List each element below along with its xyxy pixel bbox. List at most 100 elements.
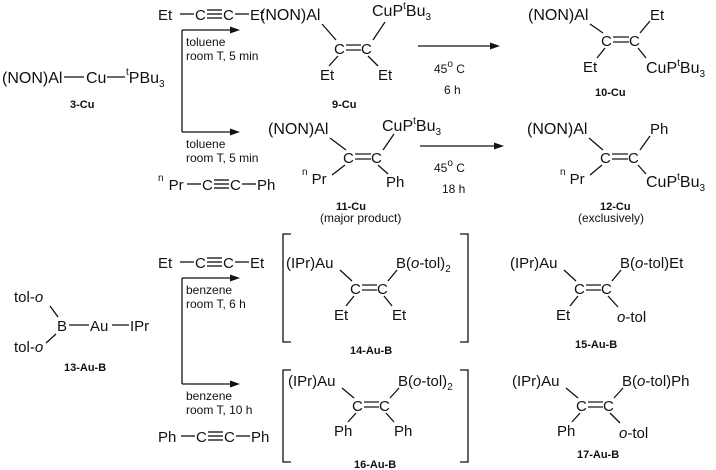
svg-text:nPr: nPr xyxy=(302,167,327,188)
svg-text:Et: Et xyxy=(650,7,665,24)
compound-16-au-b: (IPr)Au C C B(o-tol)2 Ph Ph 16-Au-B xyxy=(288,373,453,470)
compound-label-10-cu: 10-Cu xyxy=(595,87,626,99)
svg-text:B: B xyxy=(57,318,67,335)
svg-text:(NON)Al: (NON)Al xyxy=(268,121,328,138)
svg-text:Ph: Ph xyxy=(386,174,404,191)
svg-text:C: C xyxy=(574,281,585,298)
svg-text:Ph: Ph xyxy=(257,177,275,194)
svg-text:C: C xyxy=(600,150,611,167)
conditions-bottom-au: benzene room T, 10 h xyxy=(186,389,252,417)
compound-label-12-cu: 12-Cu xyxy=(600,201,631,213)
svg-text:(major product): (major product) xyxy=(320,211,401,225)
svg-text:CuPtBu3: CuPtBu3 xyxy=(382,116,441,138)
svg-text:C: C xyxy=(379,398,390,415)
svg-text:toluene: toluene xyxy=(186,137,226,151)
svg-text:Et: Et xyxy=(378,67,393,84)
svg-text:C: C xyxy=(195,7,206,24)
compound-label-15-au-b: 15-Au-B xyxy=(575,339,617,351)
compound-label-9-cu: 9-Cu xyxy=(332,99,356,111)
svg-text:room T, 6 h: room T, 6 h xyxy=(186,297,246,311)
arrow-9-to-10: 45o C 6 h xyxy=(418,42,500,97)
svg-text:Ph: Ph xyxy=(394,423,412,440)
svg-text:B(o-tol)2: B(o-tol)2 xyxy=(398,373,453,393)
svg-text:IPr: IPr xyxy=(130,318,149,335)
svg-text:o-tol: o-tol xyxy=(617,309,646,326)
svg-text:Ph: Ph xyxy=(251,429,269,446)
alkyne-diethyl-au: Et C C Et xyxy=(158,255,265,272)
compound-17-au-b: (IPr)Au C C B(o-tol)Ph Ph o-tol 17-Au-B xyxy=(512,373,690,461)
svg-text:Et: Et xyxy=(250,255,265,272)
svg-text:tol-o: tol-o xyxy=(14,289,43,306)
svg-text:C: C xyxy=(350,281,361,298)
compound-label-16-au-b: 16-Au-B xyxy=(354,459,396,470)
svg-text:nPr: nPr xyxy=(560,167,585,188)
svg-text:(NON)Al: (NON)Al xyxy=(260,7,320,24)
svg-text:toluene: toluene xyxy=(186,35,226,49)
svg-text:(IPr)Au: (IPr)Au xyxy=(288,373,336,390)
compound-15-au-b: (IPr)Au C C B(o-tol)Et Et o-tol 15-Au-B xyxy=(510,255,684,351)
svg-text:Et: Et xyxy=(583,59,598,76)
svg-text:room T, 5 min: room T, 5 min xyxy=(186,151,258,165)
svg-text:C: C xyxy=(343,150,354,167)
phosphine-ligand: tPBu3 xyxy=(126,67,165,90)
compound-14-au-b: (IPr)Au C C B(o-tol)2 Et Et 14-Au-B xyxy=(286,255,451,357)
svg-text:Ph: Ph xyxy=(334,423,352,440)
compound-label-3-cu: 3-Cu xyxy=(70,99,94,111)
svg-text:Cu: Cu xyxy=(86,70,106,87)
compound-label-11-cu: 11-Cu xyxy=(336,201,366,213)
svg-text:C: C xyxy=(601,281,612,298)
svg-text:C: C xyxy=(334,41,345,58)
svg-text:(IPr)Au: (IPr)Au xyxy=(512,373,560,390)
branch-arrows-scheme-2 xyxy=(181,274,240,388)
svg-text:45o C: 45o C xyxy=(434,158,465,175)
svg-text:(IPr)Au: (IPr)Au xyxy=(510,255,558,272)
svg-text:nPr: nPr xyxy=(158,173,184,194)
compound-3-cu: (NON)Al Cu tPBu3 3-Cu xyxy=(2,67,165,111)
alkyne-diphenyl: Ph C C Ph xyxy=(158,429,269,446)
svg-text:CuPtBu3: CuPtBu3 xyxy=(372,1,431,23)
svg-text:room T, 5 min: room T, 5 min xyxy=(186,49,258,63)
svg-text:room T, 10 h: room T, 10 h xyxy=(186,403,252,417)
svg-text:B(o-tol)Et: B(o-tol)Et xyxy=(620,255,684,272)
svg-text:Et: Et xyxy=(158,255,173,272)
compound-label-14-au-b: 14-Au-B xyxy=(350,345,392,357)
branch-arrows-scheme-1 xyxy=(181,26,240,136)
compound-label-17-au-b: 17-Au-B xyxy=(577,449,619,461)
compound-9-cu: (NON)Al C C CuPtBu3 Et Et 9-Cu xyxy=(260,1,431,111)
arrow-11-to-12: 45o C 18 h xyxy=(420,142,504,196)
svg-text:Ph: Ph xyxy=(650,121,668,138)
bracket-16-au-b xyxy=(282,369,469,463)
svg-text:C: C xyxy=(196,429,207,446)
svg-text:C: C xyxy=(223,255,234,272)
svg-text:(NON)Al: (NON)Al xyxy=(528,7,588,24)
svg-text:C: C xyxy=(628,150,639,167)
svg-text:C: C xyxy=(603,398,614,415)
svg-text:C: C xyxy=(352,398,363,415)
svg-text:C: C xyxy=(195,255,206,272)
svg-text:C: C xyxy=(629,33,640,50)
svg-text:B(o-tol)2: B(o-tol)2 xyxy=(396,255,451,275)
svg-text:B(o-tol)Ph: B(o-tol)Ph xyxy=(622,373,690,390)
svg-text:Et: Et xyxy=(392,307,407,324)
svg-text:Et: Et xyxy=(334,307,349,324)
conditions-top-au: benzene room T, 6 h xyxy=(186,283,246,311)
conditions-bottom-cu: toluene room T, 5 min xyxy=(186,137,258,165)
svg-text:(exclusively): (exclusively) xyxy=(578,211,644,225)
bracket-14-au-b xyxy=(282,233,469,343)
svg-text:C: C xyxy=(601,33,612,50)
svg-text:Au: Au xyxy=(90,318,108,335)
svg-text:Et: Et xyxy=(556,307,571,324)
svg-text:C: C xyxy=(371,150,382,167)
svg-text:tol-o: tol-o xyxy=(14,339,43,356)
svg-text:C: C xyxy=(230,177,241,194)
conditions-top-cu: toluene room T, 5 min xyxy=(186,35,258,63)
svg-text:C: C xyxy=(224,429,235,446)
svg-text:C: C xyxy=(202,177,213,194)
compound-10-cu: (NON)Al C C Et Et CuPtBu3 10-Cu xyxy=(528,7,705,99)
svg-text:(NON)Al: (NON)Al xyxy=(2,70,62,87)
svg-text:(NON)Al: (NON)Al xyxy=(527,121,587,138)
svg-text:CuPtBu3: CuPtBu3 xyxy=(646,58,705,80)
